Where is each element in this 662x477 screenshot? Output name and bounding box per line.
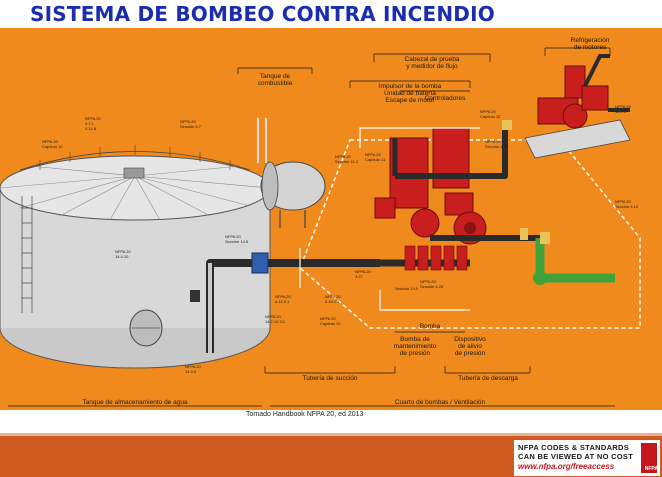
svg-text:Capítulo 10: Capítulo 10 bbox=[320, 321, 341, 326]
svg-text:NFPA 20: NFPA 20 bbox=[275, 294, 291, 299]
svg-text:NFPA 20: NFPA 20 bbox=[325, 294, 341, 299]
page-title: SISTEMA DE BOMBEO CONTRA INCENDIO bbox=[30, 2, 495, 26]
nfpa-logo-text: NFPA bbox=[644, 466, 658, 472]
svg-text:NFPA 20: NFPA 20 bbox=[355, 269, 371, 274]
svg-text:NFPA 20: NFPA 20 bbox=[365, 152, 381, 157]
svg-text:Capítulo 11: Capítulo 11 bbox=[365, 157, 386, 162]
footer-divider bbox=[0, 433, 662, 436]
nfpa-free-access-badge[interactable]: NFPA CODES & STANDARDS CAN BE VIEWED AT … bbox=[514, 440, 660, 476]
relief-pipe bbox=[533, 238, 615, 285]
fuel-tank bbox=[257, 118, 326, 228]
label-relief-2: de alivio bbox=[458, 343, 482, 350]
svg-text:Sección 4.20: Sección 4.20 bbox=[485, 144, 509, 149]
label-jockey-3: de presión bbox=[400, 350, 431, 357]
svg-text:NFPA 20: NFPA 20 bbox=[265, 314, 281, 319]
label-test-header-1: Cabezal de prueba bbox=[405, 56, 460, 63]
svg-text:4.14.8: 4.14.8 bbox=[85, 126, 97, 131]
svg-text:Sección 11.4: Sección 11.4 bbox=[335, 159, 359, 164]
svg-text:NFPA 20: NFPA 20 bbox=[480, 109, 496, 114]
svg-text:14.4.10: 14.4.10 bbox=[115, 254, 129, 259]
svg-text:NFPA 20: NFPA 20 bbox=[85, 116, 101, 121]
badge-url-link[interactable]: www.nfpa.org/freeaccess bbox=[518, 462, 615, 471]
svg-text:Sección 14.5: Sección 14.5 bbox=[395, 286, 419, 291]
label-driver-1: Impulsor de la bomba bbox=[379, 83, 442, 90]
svg-text:4.27: 4.27 bbox=[355, 274, 364, 279]
engine-cooling-unit bbox=[524, 54, 631, 159]
water-storage-tank bbox=[0, 145, 271, 369]
label-relief-1: Dispositivo bbox=[454, 336, 486, 343]
svg-text:Sección 14.5: Sección 14.5 bbox=[225, 239, 249, 244]
svg-text:14.2.10.3.1: 14.2.10.3.1 bbox=[265, 319, 286, 324]
svg-text:NFPA 20: NFPA 20 bbox=[225, 234, 241, 239]
label-jockey-1: Bomba de bbox=[400, 336, 430, 343]
label-pump: Bomba bbox=[420, 323, 441, 330]
source-caption: Tomado Handbook NFPA 20, ed 2013 bbox=[246, 411, 364, 418]
svg-text:NFPA 20: NFPA 20 bbox=[615, 199, 631, 204]
badge-line-2: CAN BE VIEWED AT NO COST bbox=[518, 452, 634, 461]
svg-text:NFPA 20: NFPA 20 bbox=[420, 279, 436, 284]
svg-text:Sección 6.7: Sección 6.7 bbox=[180, 124, 202, 129]
jockey-pump bbox=[404, 245, 468, 271]
svg-text:NFPA 20: NFPA 20 bbox=[320, 316, 336, 321]
label-water-tank: Tanque de almacenamiento de agua bbox=[82, 399, 188, 406]
svg-text:NFPA 20: NFPA 20 bbox=[180, 119, 196, 124]
suction-pipe bbox=[190, 252, 380, 353]
svg-text:14.4.5: 14.4.5 bbox=[185, 369, 197, 374]
label-cooling-2: de motores bbox=[574, 44, 607, 51]
label-suction-pipe: Tubería de succión bbox=[302, 375, 357, 382]
label-fuel-tank-2: combustible bbox=[258, 80, 293, 87]
svg-text:NFPA 20: NFPA 20 bbox=[335, 154, 351, 159]
label-jockey-2: mantenimiento bbox=[394, 343, 437, 350]
svg-text:Capítulo 12: Capítulo 12 bbox=[480, 114, 501, 119]
svg-text:NFPA 20: NFPA 20 bbox=[615, 104, 631, 109]
label-controllers: Controladores bbox=[425, 95, 467, 102]
svg-text:NFPA 20: NFPA 20 bbox=[115, 249, 131, 254]
svg-text:Capítulo 10: Capítulo 10 bbox=[42, 144, 63, 149]
label-cooling-1: Refrigeración bbox=[571, 37, 610, 44]
label-relief-3: de presión bbox=[455, 350, 486, 357]
nfpa-logo-icon bbox=[641, 443, 657, 473]
svg-text:NFPA 20: NFPA 20 bbox=[42, 139, 58, 144]
svg-text:NFPA 20: NFPA 20 bbox=[485, 139, 501, 144]
label-driver-3: Escape de motor bbox=[385, 97, 435, 104]
svg-text:Sección 4.10: Sección 4.10 bbox=[615, 204, 639, 209]
svg-text:11.2.8: 11.2.8 bbox=[615, 109, 627, 114]
svg-text:NFPA 20: NFPA 20 bbox=[185, 364, 201, 369]
label-test-header-2: y medidor de flujo bbox=[406, 63, 458, 70]
svg-text:4.7.1: 4.7.1 bbox=[85, 121, 95, 126]
pipe-fittings bbox=[502, 120, 550, 244]
label-discharge-pipe: Tubería de descarga bbox=[458, 375, 518, 382]
svg-text:Sección 4.28: Sección 4.28 bbox=[420, 284, 444, 289]
svg-text:4.14.9.1: 4.14.9.1 bbox=[275, 299, 290, 304]
label-pump-room: Cuarto de bombas / Ventilación bbox=[395, 399, 486, 406]
badge-line-1: NFPA CODES & STANDARDS bbox=[518, 443, 630, 452]
label-fuel-tank-1: Tanque de bbox=[260, 73, 291, 80]
svg-text:4.14.1.1: 4.14.1.1 bbox=[325, 299, 340, 304]
label-driver-2: Unidad de batería bbox=[384, 90, 436, 97]
